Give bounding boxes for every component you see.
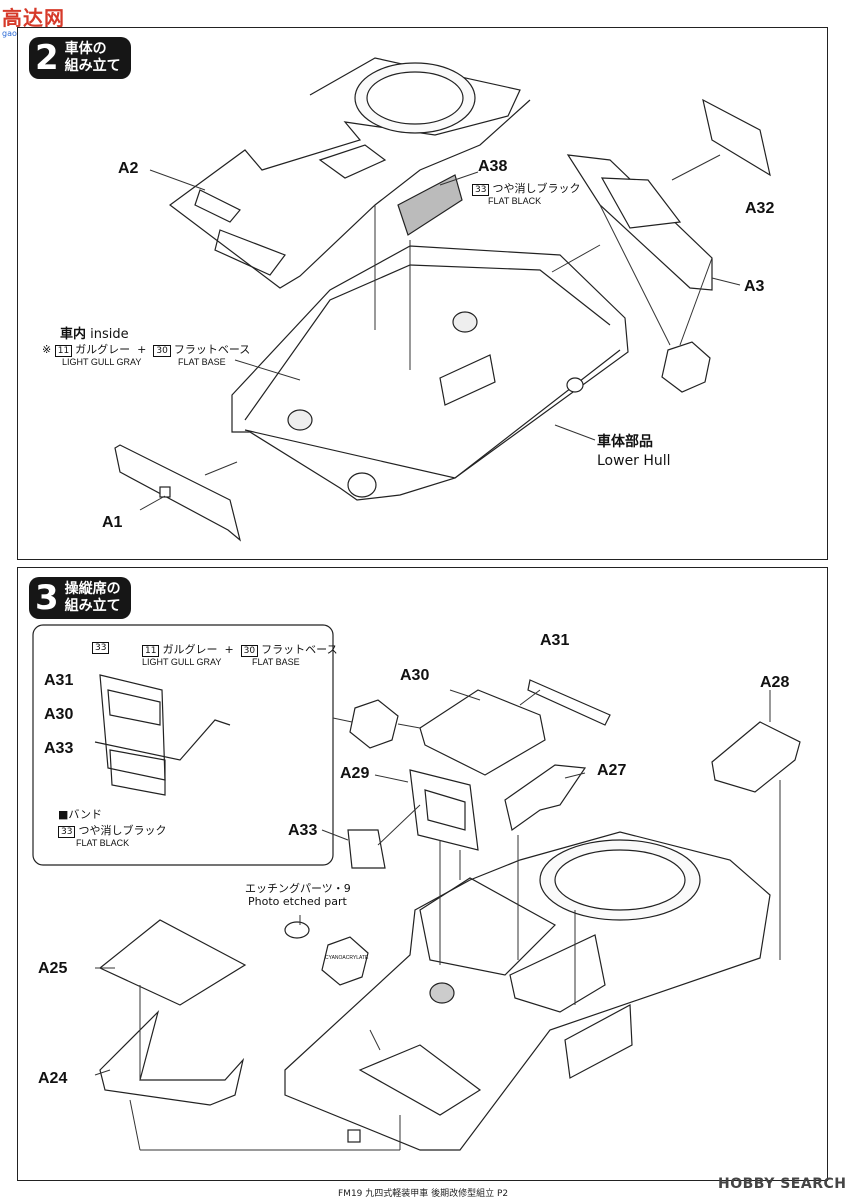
inset-jp1: ガルグレー (162, 643, 218, 656)
step3-badge: 3 操縦席の 組み立て (29, 577, 131, 619)
inset-code33-box: 33 (92, 642, 110, 654)
label3-a27: A27 (597, 762, 627, 779)
inset-band-jp: つや消しブラック (78, 824, 167, 837)
inset-label-a33: A33 (44, 740, 74, 757)
glue-label: CYANOACRYLATE (325, 955, 369, 961)
etched-en: Photo etched part (248, 895, 347, 908)
inset-plus: + (224, 643, 234, 656)
inset-band-code: 33 (58, 826, 76, 838)
lower-hull-en: Lower Hull (597, 453, 671, 469)
page-footer: FM19 九四式軽装甲車 後期改修型組立 P2 (338, 1189, 509, 1199)
hobby-search-logo: HOBBY SEARCH (718, 1176, 847, 1192)
inside-jp: 車内 (60, 327, 87, 342)
label-a38: A38 (478, 158, 508, 175)
label3-a30: A30 (400, 667, 430, 684)
label3-a33: A33 (288, 822, 318, 839)
inset-jp2: フラットベース (261, 643, 338, 656)
step3-panel: 3 操縦席の 組み立て (17, 567, 828, 1181)
inset-band: ■バンド (58, 808, 102, 821)
watermark-logo-text: 高达网 (2, 6, 65, 30)
inside-heading: 車内 inside (60, 323, 129, 342)
label3-a25: A25 (38, 960, 68, 977)
label3-a28: A28 (760, 674, 790, 691)
label-a3: A3 (744, 278, 765, 295)
step2-badge: 2 車体の 組み立て (29, 37, 131, 79)
etched-jp: エッチングパーツ・9 (245, 882, 351, 895)
step3-title: 操縦席の 組み立て (64, 581, 121, 614)
inside-plus: + (137, 343, 147, 356)
inside-code1: 11 (54, 345, 73, 357)
step2-title: 車体の 組み立て (64, 41, 121, 74)
inside-jp1: ガルグレー (75, 343, 131, 356)
label-a2: A2 (118, 160, 139, 177)
lower-hull-jp: 車体部品 (597, 434, 653, 450)
label-a1: A1 (102, 514, 123, 531)
inset-code2: 30 (240, 645, 259, 657)
inset-label-a31: A31 (44, 672, 74, 689)
inset-band-en: FLAT BLACK (76, 838, 130, 848)
paint-a38-en: FLAT BLACK (488, 196, 542, 206)
label3-a31: A31 (540, 632, 570, 649)
inset-en1: LIGHT GULL GRAY (142, 657, 222, 667)
inset-code1: 11 (142, 645, 160, 657)
label3-a24: A24 (38, 1070, 68, 1087)
step3-number: 3 (35, 578, 59, 618)
inset-en2: FLAT BASE (252, 657, 300, 667)
paint-a38-code: 33 (472, 184, 490, 196)
inside-jp2: フラットベース (173, 343, 251, 356)
inside-en2: FLAT BASE (178, 357, 226, 367)
inside-mark: ※ (42, 343, 52, 356)
label3-a29: A29 (340, 765, 370, 782)
inside-en1: LIGHT GULL GRAY (62, 357, 142, 367)
inside-en: inside (90, 327, 129, 342)
inset-label-a30: A30 (44, 706, 74, 723)
label-a32: A32 (745, 200, 775, 217)
inside-code2: 30 (153, 345, 171, 357)
inset-code33: 33 (92, 640, 112, 654)
paint-a38-jp: つや消しブラック (492, 182, 581, 195)
step2-number: 2 (35, 38, 59, 78)
